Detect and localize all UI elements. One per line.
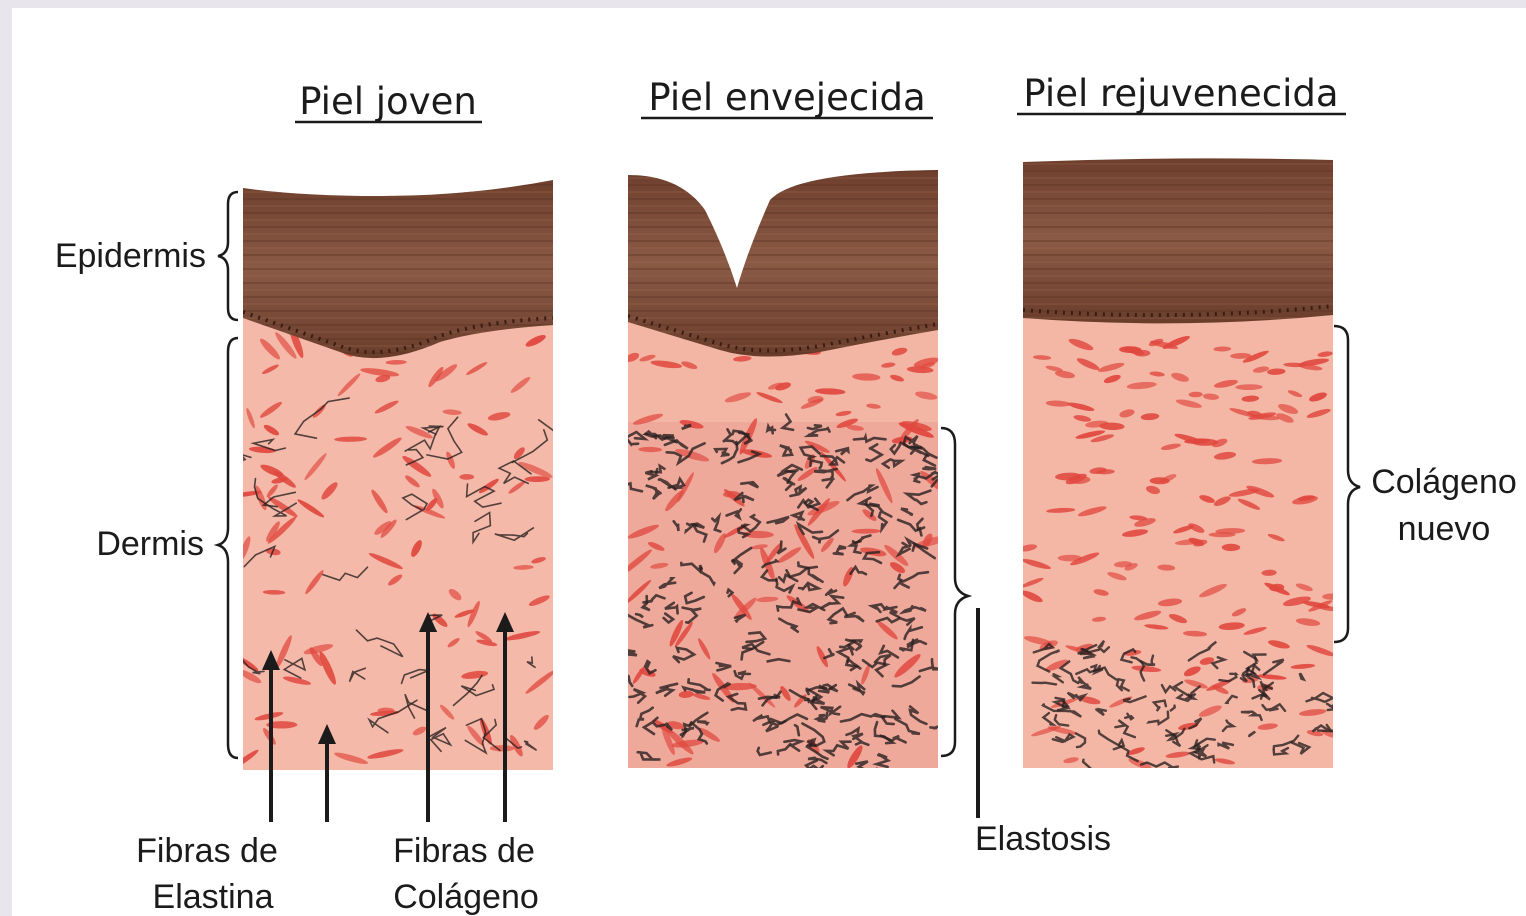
label-dermis: Dermis [96, 525, 204, 563]
new-collagen-brace [1334, 326, 1360, 642]
elastosis-brace [941, 428, 968, 756]
panel-title-aged: Piel envejecida [648, 76, 925, 119]
panel-title-rejuvenated: Piel rejuvenecida [1023, 72, 1338, 115]
panel-rejuvenated-skin: Piel rejuvenecida [1017, 72, 1352, 772]
label-new-collagen-line1: Colágeno [1371, 463, 1517, 501]
label-epidermis: Epidermis [55, 237, 206, 275]
label-collagen-fibers-line2: Colágeno [393, 878, 539, 916]
label-elastin-fibers-line1: Fibras de [136, 832, 278, 870]
panel-young-skin: Piel joven [231, 80, 581, 770]
label-elastosis: Elastosis [975, 820, 1111, 858]
label-elastin-fibers-line2: Elastina [153, 878, 274, 916]
label-new-collagen-line2: nuevo [1398, 510, 1491, 548]
panel-aged-skin: Piel envejecida [612, 76, 960, 773]
elastin-fiber [923, 467, 936, 469]
epidermis-brace [218, 192, 238, 320]
panel-title-young: Piel joven [299, 80, 477, 123]
dermis-brace [218, 338, 238, 758]
label-collagen-fibers-line1: Fibras de [393, 832, 535, 870]
